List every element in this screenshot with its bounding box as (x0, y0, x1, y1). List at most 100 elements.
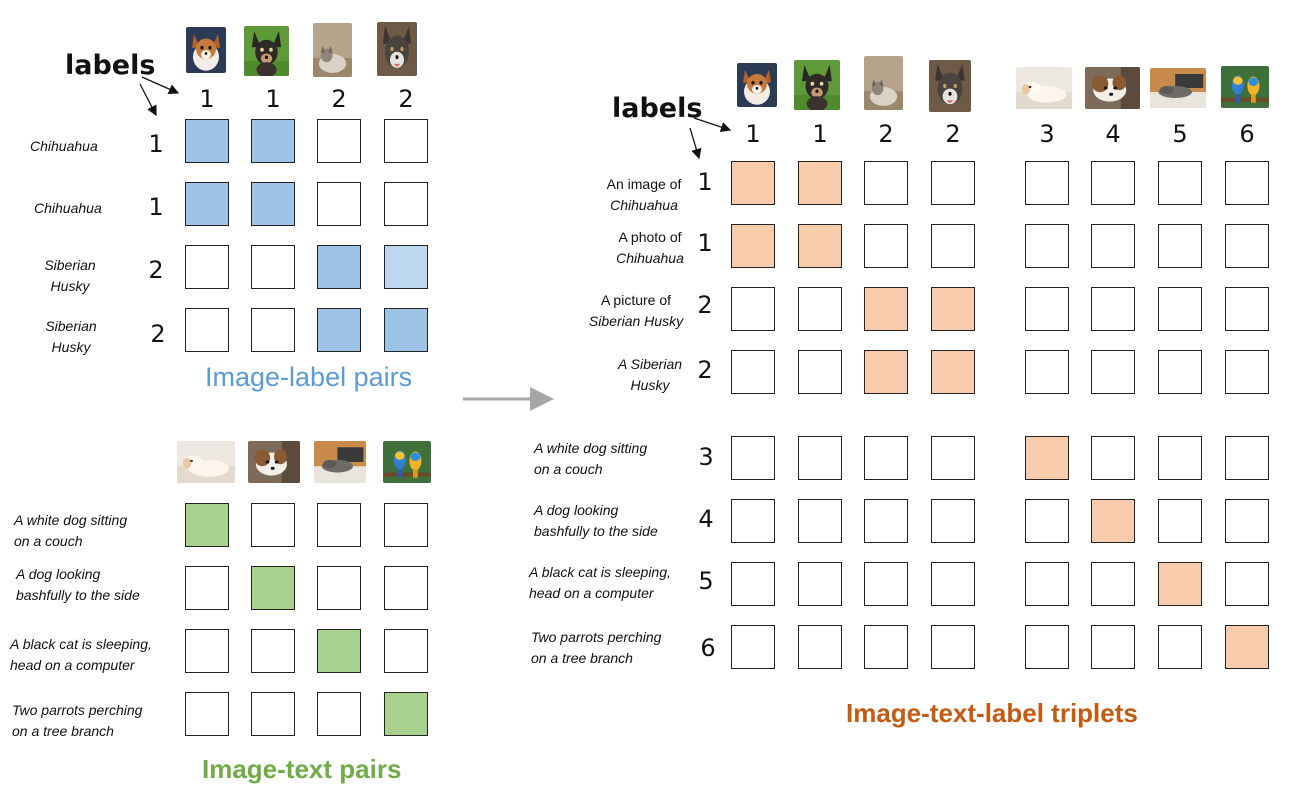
image-label-cell (185, 308, 229, 352)
triplet-cell (864, 436, 908, 480)
triplet-cell (1091, 625, 1135, 669)
triplet-row-text-line: A picture of (600, 292, 672, 308)
triplet-cell (1091, 161, 1135, 205)
image-text-cell (185, 629, 229, 673)
triplet-cell (1025, 224, 1069, 268)
parrots-photo (383, 441, 431, 483)
image-text-cell (384, 629, 428, 673)
labels-annotation-left: labels (65, 50, 156, 81)
husky-photo-1 (313, 23, 352, 77)
image-text-row-text-line: A white dog sitting (14, 512, 128, 528)
image-text-cell (185, 692, 229, 736)
triplet-row-text: A black cat is sleeping,head on a comput… (529, 562, 671, 604)
image-label-column-label: 1 (199, 85, 215, 113)
triplet-column-label: 2 (878, 120, 894, 148)
triplet-row-text-line: on a couch (534, 461, 603, 477)
image-label-column-label: 2 (331, 85, 347, 113)
image-text-cell (251, 629, 295, 673)
triplet-row-text-line: A dog looking (534, 502, 619, 518)
image-label-column-label: 1 (265, 85, 281, 113)
triplet-cell (1158, 625, 1202, 669)
image-text-cell (384, 566, 428, 610)
labels-arrow-to-columns-left (141, 76, 180, 95)
image-text-cell (317, 692, 361, 736)
image-text-cell (317, 566, 361, 610)
triplet-cell (798, 287, 842, 331)
triplet-cell (731, 350, 775, 394)
triplet-row-label: 5 (698, 567, 714, 595)
triplet-row-text-line: Two parrots perching (531, 629, 662, 645)
triplet-row-label: 6 (700, 634, 716, 662)
image-text-cell (317, 503, 361, 547)
image-label-cell (185, 119, 229, 163)
image-label-row-text-line: Husky (51, 339, 91, 355)
image-text-cell (185, 566, 229, 610)
image-label-cell (185, 182, 229, 226)
triplet-row-text-line: A black cat is sleeping, (529, 564, 671, 580)
white-dog-photo (1016, 67, 1072, 109)
triplet-cell (1091, 436, 1135, 480)
triplet-cell (1025, 562, 1069, 606)
triplet-cell (864, 499, 908, 543)
labels-arrow-to-rows-right (689, 127, 702, 160)
triplet-cell (1025, 350, 1069, 394)
triplet-cell (798, 161, 842, 205)
labels-arrow-to-columns-right (693, 117, 732, 133)
triplet-cell (1158, 436, 1202, 480)
image-text-row-text-line: on a couch (14, 533, 83, 549)
husky-photo-2 (929, 60, 971, 112)
image-label-cell (317, 182, 361, 226)
triplet-cell (1158, 287, 1202, 331)
chihuahua-photo-1 (186, 27, 226, 73)
triplet-cell (1091, 224, 1135, 268)
triplet-row-text-line: bashfully to the side (534, 523, 658, 539)
image-label-cell (317, 245, 361, 289)
triplet-cell (1225, 161, 1269, 205)
triplet-row-label: 3 (698, 443, 714, 471)
triplet-cell (798, 436, 842, 480)
image-text-cell (251, 692, 295, 736)
triplet-cell (864, 287, 908, 331)
triplet-cell (1158, 350, 1202, 394)
image-label-cell (384, 308, 428, 352)
triplet-cell (1091, 499, 1135, 543)
image-text-title: Image-text pairs (202, 754, 402, 784)
image-label-row-label: 1 (148, 193, 164, 221)
triplet-cell (731, 224, 775, 268)
triplet-cell (864, 350, 908, 394)
triplet-cell (798, 499, 842, 543)
triplet-cell (1091, 562, 1135, 606)
image-label-row-label: 2 (150, 320, 166, 348)
image-label-row-label: 1 (148, 130, 164, 158)
image-text-cell (384, 692, 428, 736)
image-text-cell (251, 566, 295, 610)
image-text-row-text-line: A dog looking (16, 566, 101, 582)
triplet-cell (798, 350, 842, 394)
triplet-cell (1025, 287, 1069, 331)
triplet-cell (1225, 436, 1269, 480)
image-text-cell (185, 503, 229, 547)
triplet-cell (1225, 625, 1269, 669)
triplet-cell (1225, 287, 1269, 331)
triplet-column-label: 2 (945, 120, 961, 148)
image-label-cell (185, 245, 229, 289)
triplet-cell (798, 562, 842, 606)
triplet-row-text-line: A Siberian (617, 356, 683, 372)
image-label-row-text-line: Siberian (45, 318, 97, 334)
triplet-row-label: 4 (698, 505, 714, 533)
triplet-row-text-line: Chihuahua (616, 250, 684, 266)
triplet-row-label: 1 (697, 229, 713, 257)
triplet-row-label: 2 (697, 356, 713, 384)
triplet-cell (731, 625, 775, 669)
image-label-row-text: Chihuahua (34, 198, 102, 219)
triplet-cell (798, 224, 842, 268)
